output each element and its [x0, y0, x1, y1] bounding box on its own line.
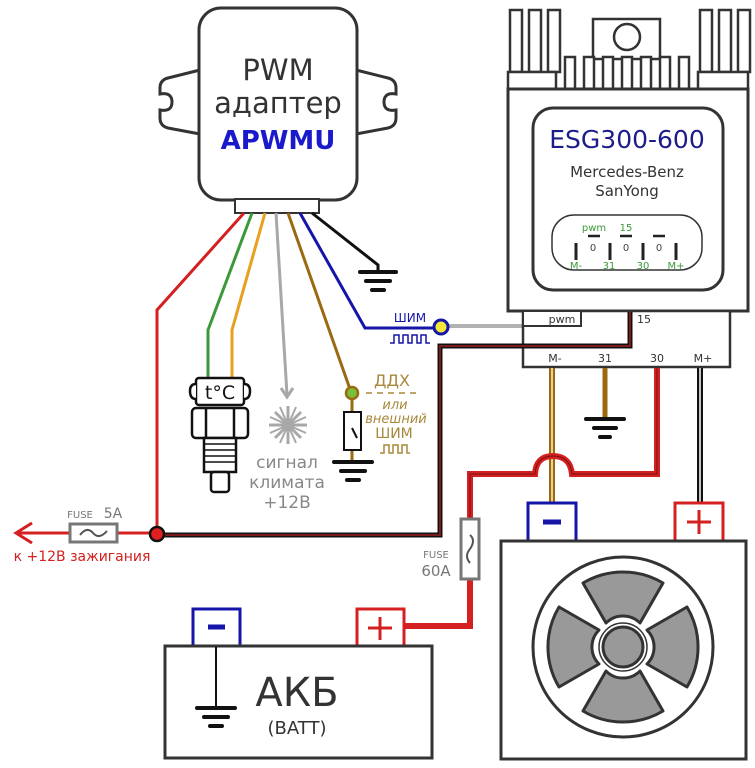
climate-label-2: климата	[249, 473, 325, 493]
pwm-waveform-icon	[390, 334, 430, 344]
fuse-symbol-icon	[466, 534, 474, 564]
fan-hub	[601, 625, 645, 669]
terminal-m-plus-label: M+	[694, 352, 713, 365]
climate-label-3: +12В	[263, 493, 311, 513]
ignition-junction-dot	[148, 525, 166, 543]
wire-30-power	[467, 368, 660, 520]
pin-label-m-minus: M-	[570, 261, 583, 272]
climate-label-1: сигнал	[256, 453, 318, 473]
ground-icon	[195, 706, 237, 728]
arrow-left-icon	[13, 521, 33, 545]
terminal-31-label: 31	[598, 352, 612, 365]
fan-blades-icon	[546, 570, 700, 724]
wire-orange-temp	[230, 212, 267, 380]
wire-blue-pwm	[298, 212, 440, 330]
or-label: или	[382, 398, 407, 413]
wire-red-ignition	[155, 211, 246, 535]
pwm-waveform-icon	[380, 444, 410, 454]
fuse-60a-rating: 60A	[421, 562, 451, 580]
temperature-sensor-icon	[188, 376, 252, 494]
controller-brand-2: SanYong	[595, 182, 659, 200]
wire-black-ground	[311, 211, 380, 272]
ignition-label: к +12В зажигания	[14, 549, 151, 565]
pin-zero-2: 0	[623, 243, 629, 254]
adapter-title-line2: адаптер	[214, 86, 342, 120]
temp-sensor-label: t°C	[205, 382, 235, 404]
wire-ignition-15-core	[162, 312, 631, 536]
pwm-signal-label: ШИМ	[394, 311, 426, 325]
fuse-symbol-icon	[79, 529, 108, 537]
wire-gray-climate	[274, 212, 289, 396]
pin-label-15: 15	[620, 223, 633, 234]
external-label: внешний	[365, 412, 426, 427]
battery-subtitle: (BATT)	[268, 718, 327, 739]
pin-label-30: 30	[637, 261, 650, 272]
controller-model: ESG300-600	[549, 125, 705, 154]
ddx-label: ДДХ	[374, 371, 410, 390]
adapter-right-ear	[355, 68, 398, 136]
pin-label-31: 31	[603, 261, 616, 272]
controller-brand-1: Mercedes-Benz	[570, 163, 684, 181]
arrow-down-icon	[279, 387, 295, 400]
wire-30-power-outline	[469, 368, 658, 520]
adapter-left-ear	[158, 68, 201, 136]
terminal-pwm-box	[522, 310, 582, 327]
terminal-pwm-label: pwm	[549, 313, 576, 326]
ground-icon	[584, 417, 626, 439]
connector-pinout: pwm 15 0 0 0 M- 31 30 M+	[551, 214, 703, 272]
wire-green-temp	[206, 212, 254, 380]
wire-brown-ddx	[286, 212, 353, 393]
fan-hub-ring	[598, 622, 648, 672]
terminal-m-minus-label: M-	[548, 352, 561, 365]
ddx-junction-dot	[344, 385, 360, 401]
fuse-60a-label: FUSE	[423, 550, 449, 561]
battery-body	[163, 644, 434, 760]
terminal-15-label: 15	[637, 313, 651, 326]
ground-icon	[332, 460, 374, 482]
switch-icon	[343, 411, 362, 451]
pin-zero-1: 0	[590, 243, 596, 254]
pin-zero-3: 0	[656, 243, 662, 254]
snowflake-icon	[269, 406, 307, 444]
external-pwm-label: ШИМ	[375, 426, 413, 442]
fan	[499, 501, 748, 761]
battery-title: АКБ	[255, 670, 338, 716]
controller-heatsink	[506, 8, 752, 92]
fuse-5a-label: FUSE	[67, 510, 93, 521]
pin-label-m-plus: M+	[667, 261, 684, 272]
battery: АКБ (BATT)	[163, 607, 434, 760]
adapter-connector	[234, 198, 320, 214]
adapter-model: APWMU	[221, 126, 336, 156]
pin-label-pwm: pwm	[582, 223, 606, 234]
ground-icon	[358, 270, 398, 292]
terminal-30-label: 30	[650, 352, 664, 365]
adapter-wires	[155, 211, 440, 535]
pwm-adapter: PWM адаптер APWMU	[158, 6, 398, 214]
wire-60a-to-battery	[405, 578, 473, 629]
fuse-5a-rating: 5A	[104, 506, 123, 522]
adapter-title-line1: PWM	[242, 53, 313, 87]
pwm-junction-dot	[432, 318, 450, 336]
